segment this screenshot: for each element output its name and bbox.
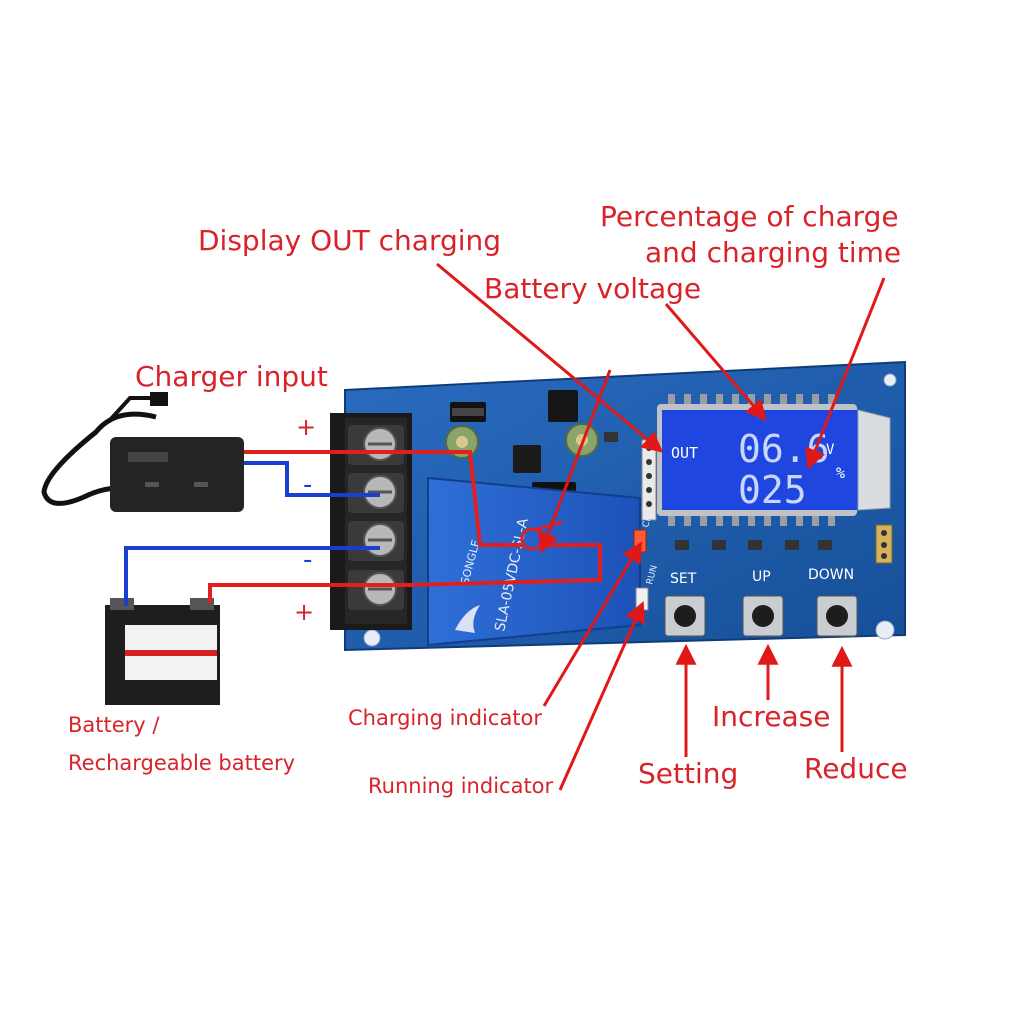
- run-label: RUN: [645, 564, 660, 585]
- terminal-screw-4: [348, 570, 404, 610]
- label-battery-line2: Rechargeable battery: [68, 751, 296, 775]
- arrow-running-indicator: [558, 601, 645, 791]
- label-percentage-line2: and charging time: [645, 236, 902, 269]
- set-button[interactable]: SET: [664, 571, 706, 637]
- battery: [105, 598, 220, 705]
- charger-adapter: [41, 392, 244, 512]
- arrow-display-out-2: [538, 369, 612, 554]
- set-label: SET: [670, 571, 697, 587]
- up-label: UP: [752, 569, 771, 585]
- label-reduce: Reduce: [804, 752, 908, 785]
- arrow-display-out: [436, 262, 664, 453]
- label-running-indicator: Running indicator: [368, 774, 554, 798]
- ch-label: CH: [641, 514, 654, 529]
- label-charger-input: Charger input: [135, 360, 328, 393]
- label-increase: Increase: [712, 700, 831, 733]
- up-button[interactable]: UP: [742, 569, 784, 637]
- label-display-out-charging: Display OUT charging: [198, 224, 502, 257]
- terminal-plus-bottom: +: [294, 598, 314, 626]
- label-battery-line1: Battery /: [68, 713, 160, 737]
- label-charging-indicator: Charging indicator: [348, 706, 543, 730]
- lcd-voltage-unit: V: [826, 442, 835, 458]
- relay: SONGLE SLA-05VDC-SL-A: [427, 476, 641, 647]
- lcd-percent-value: 025: [738, 468, 807, 512]
- terminal-minus-2: -: [303, 545, 312, 575]
- label-setting: Setting: [638, 757, 739, 790]
- down-label: DOWN: [808, 567, 854, 583]
- down-button[interactable]: DOWN: [808, 567, 858, 637]
- arrow-charging-indicator: [542, 541, 643, 707]
- label-battery-voltage: Battery voltage: [484, 272, 702, 305]
- terminal-minus-1: -: [303, 470, 312, 500]
- pin-header: [641, 439, 893, 564]
- annotation-arrows: [436, 262, 886, 791]
- terminal-plus-top: +: [296, 413, 316, 441]
- arrow-battery-voltage: [664, 303, 767, 422]
- terminal-screw-1: [348, 425, 404, 465]
- label-percentage-line1: Percentage of charge: [600, 200, 899, 233]
- arrow-percentage: [805, 277, 886, 470]
- lcd-percent-unit: %: [836, 464, 845, 482]
- lcd-out-label: OUT: [671, 444, 698, 462]
- lcd-display: OUT 06.6 V 025 %: [657, 394, 891, 526]
- terminal-screw-3: [348, 521, 404, 561]
